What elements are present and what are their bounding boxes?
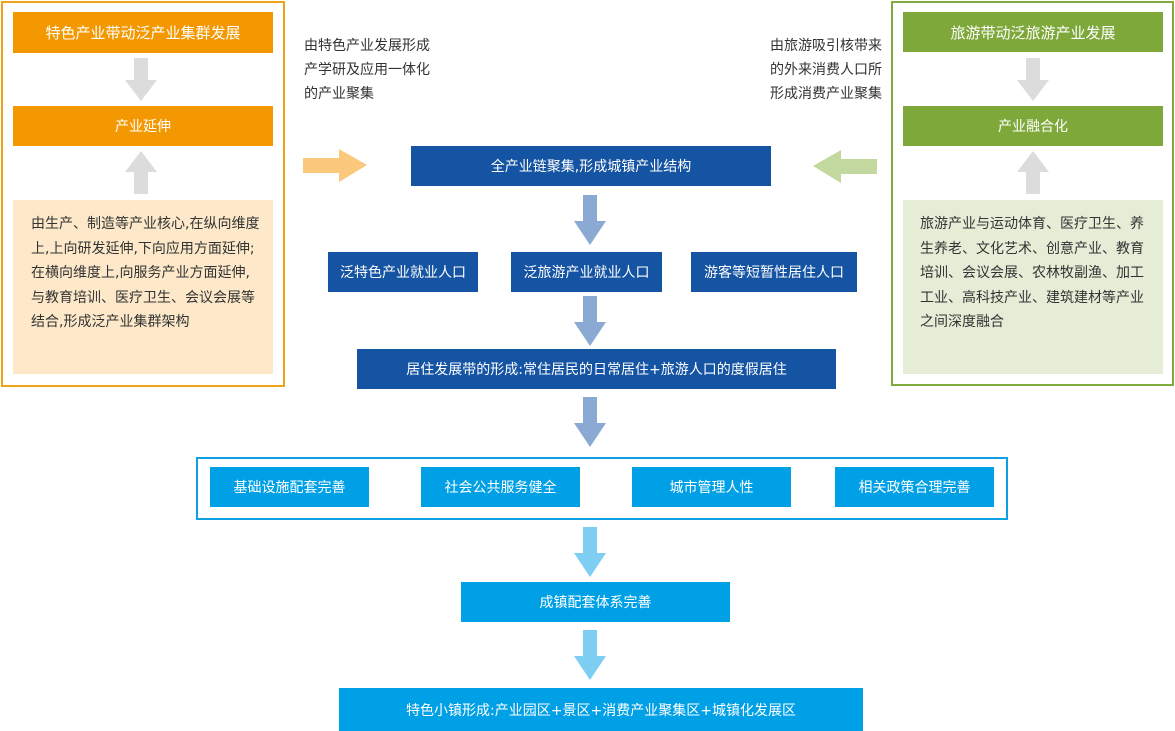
support-box: 基础设施配套完善 [210,467,369,507]
arrow-down-icon [574,195,606,245]
left-panel-subtitle: 产业延伸 [13,106,273,146]
arrow-down-icon [1017,58,1049,101]
support-box: 相关政策合理完善 [835,467,994,507]
arrow-down-icon [574,296,606,346]
right-panel-description: 旅游产业与运动体育、医疗卫生、养生养老、文化艺术、创意产业、教育培训、会议会展、… [903,200,1163,374]
support-box: 城市管理人性 [632,467,791,507]
population-box: 泛特色产业就业人口 [328,252,478,292]
arrow-down-icon [125,58,157,101]
arrow-left-icon [813,150,877,183]
supports-frame [196,457,1008,520]
right-note: 由旅游吸引核带来的外来消费人口所形成消费产业聚集 [770,38,882,102]
left-note: 由特色产业发展形成产学研及应用一体化的产业聚集 [304,38,430,102]
population-box: 泛旅游产业就业人口 [511,252,662,292]
arrow-right-icon [303,149,367,182]
left-panel-title: 特色产业带动泛产业集群发展 [13,12,273,53]
arrow-down-icon [574,630,606,680]
arrow-up-icon [125,151,157,194]
left-panel-frame [1,1,285,387]
right-panel-subtitle: 产业融合化 [903,106,1163,146]
right-panel-frame [891,1,1174,386]
support-box: 社会公共服务健全 [421,467,580,507]
arrow-down-icon [574,527,606,577]
left-panel-description: 由生产、制造等产业核心,在纵向维度上,上向研发延伸,下向应用方面延伸;在横向维度… [13,200,273,374]
system-box: 成镇配套体系完善 [461,582,730,622]
residence-box: 居住发展带的形成:常住居民的日常居住+旅游人口的度假居住 [357,349,836,389]
arrow-down-icon [574,397,606,447]
result-box: 特色小镇形成:产业园区+景区+消费产业聚集区+城镇化发展区 [339,688,863,731]
cluster-box: 全产业链聚集,形成城镇产业结构 [411,146,771,186]
population-box: 游客等短暂性居住人口 [691,252,857,292]
arrow-up-icon [1017,151,1049,194]
right-panel-title: 旅游带动泛旅游产业发展 [903,12,1163,52]
